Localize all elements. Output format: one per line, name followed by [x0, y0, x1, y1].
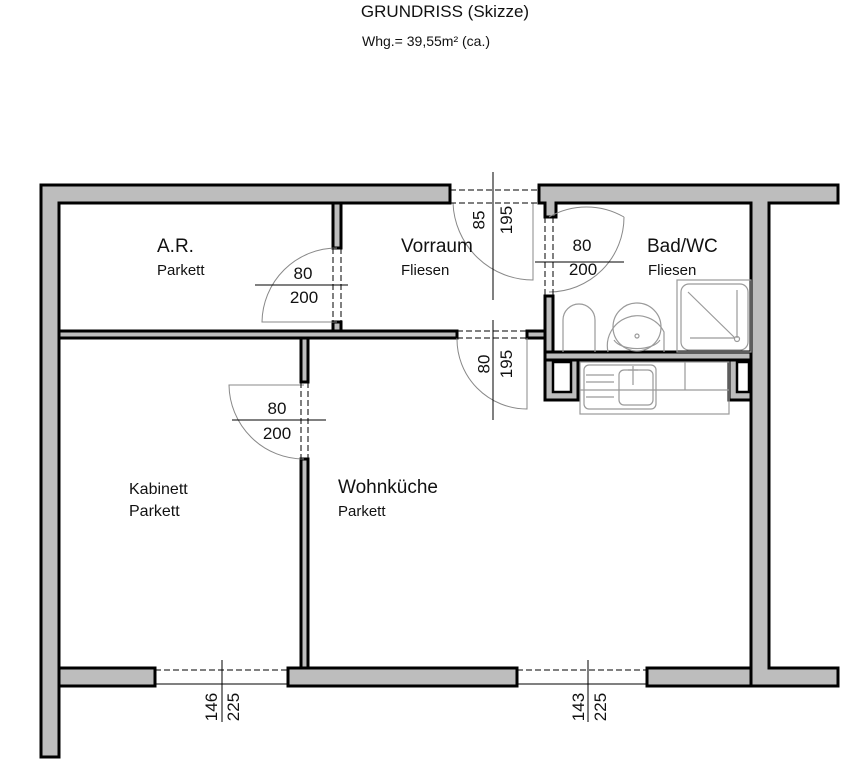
wall-kabinett-lower: [299, 457, 310, 670]
door-wohnkueche-height: 195: [497, 349, 517, 379]
door-bad-width: 80: [572, 236, 592, 255]
door-ar-width: 80: [293, 264, 313, 283]
fixtures: [562, 279, 752, 415]
room-floor-kabinett: Parkett: [129, 503, 180, 520]
door-wohnkueche-width: 80: [474, 354, 494, 374]
apartment-area: Whg.= 39,55m² (ca.): [362, 33, 490, 49]
room-name-bad: Bad/WC: [647, 236, 718, 257]
room-name-kabinett: Kabinett: [129, 481, 188, 498]
door-entrance-height: 195: [497, 205, 517, 235]
wall-horizontal-mid: [57, 329, 459, 340]
wall-kabinett-upper: [299, 336, 310, 384]
window-wohnkueche-height: 225: [591, 692, 611, 722]
wall-bottom-left: [57, 666, 157, 688]
wall-bottom-mid: [286, 666, 519, 688]
room-floor-vorraum: Fliesen: [401, 262, 450, 279]
window-kabinett-height: 225: [224, 692, 244, 722]
washbasin: [606, 302, 665, 353]
room-floor-wohnkueche: Parkett: [338, 503, 386, 520]
window-kabinett-width: 146: [202, 692, 222, 722]
title-suffix: (Skizze): [467, 2, 530, 21]
door-swings: [228, 202, 625, 460]
plan-title: GRUNDRISS (Skizze): [0, 2, 861, 22]
window-wohnkueche-width: 143: [569, 692, 589, 722]
room-name-vorraum: Vorraum: [401, 236, 473, 257]
wall-ar-vorraum-upper: [331, 201, 343, 250]
title-text: GRUNDRISS: [360, 2, 463, 21]
door-kabinett-width: 80: [267, 399, 287, 418]
toilet: [562, 303, 596, 352]
door-kabinett-height: 200: [262, 424, 292, 443]
wall-top-left: [39, 183, 452, 759]
door-bad-height: 200: [568, 260, 598, 279]
room-floor-bad: Fliesen: [648, 262, 697, 279]
wall-horizontal-mid-right: [525, 329, 547, 340]
door-ar-height: 200: [289, 288, 319, 307]
shower-tray: [676, 279, 752, 353]
room-name-ar: A.R.: [157, 236, 194, 257]
wall-bottom-right: [645, 666, 753, 688]
room-name-wohnkueche: Wohnküche: [338, 477, 438, 498]
room-floor-ar: Parkett: [157, 262, 205, 279]
door-entrance-width: 85: [469, 210, 489, 230]
kitchen-counter: [579, 361, 730, 415]
